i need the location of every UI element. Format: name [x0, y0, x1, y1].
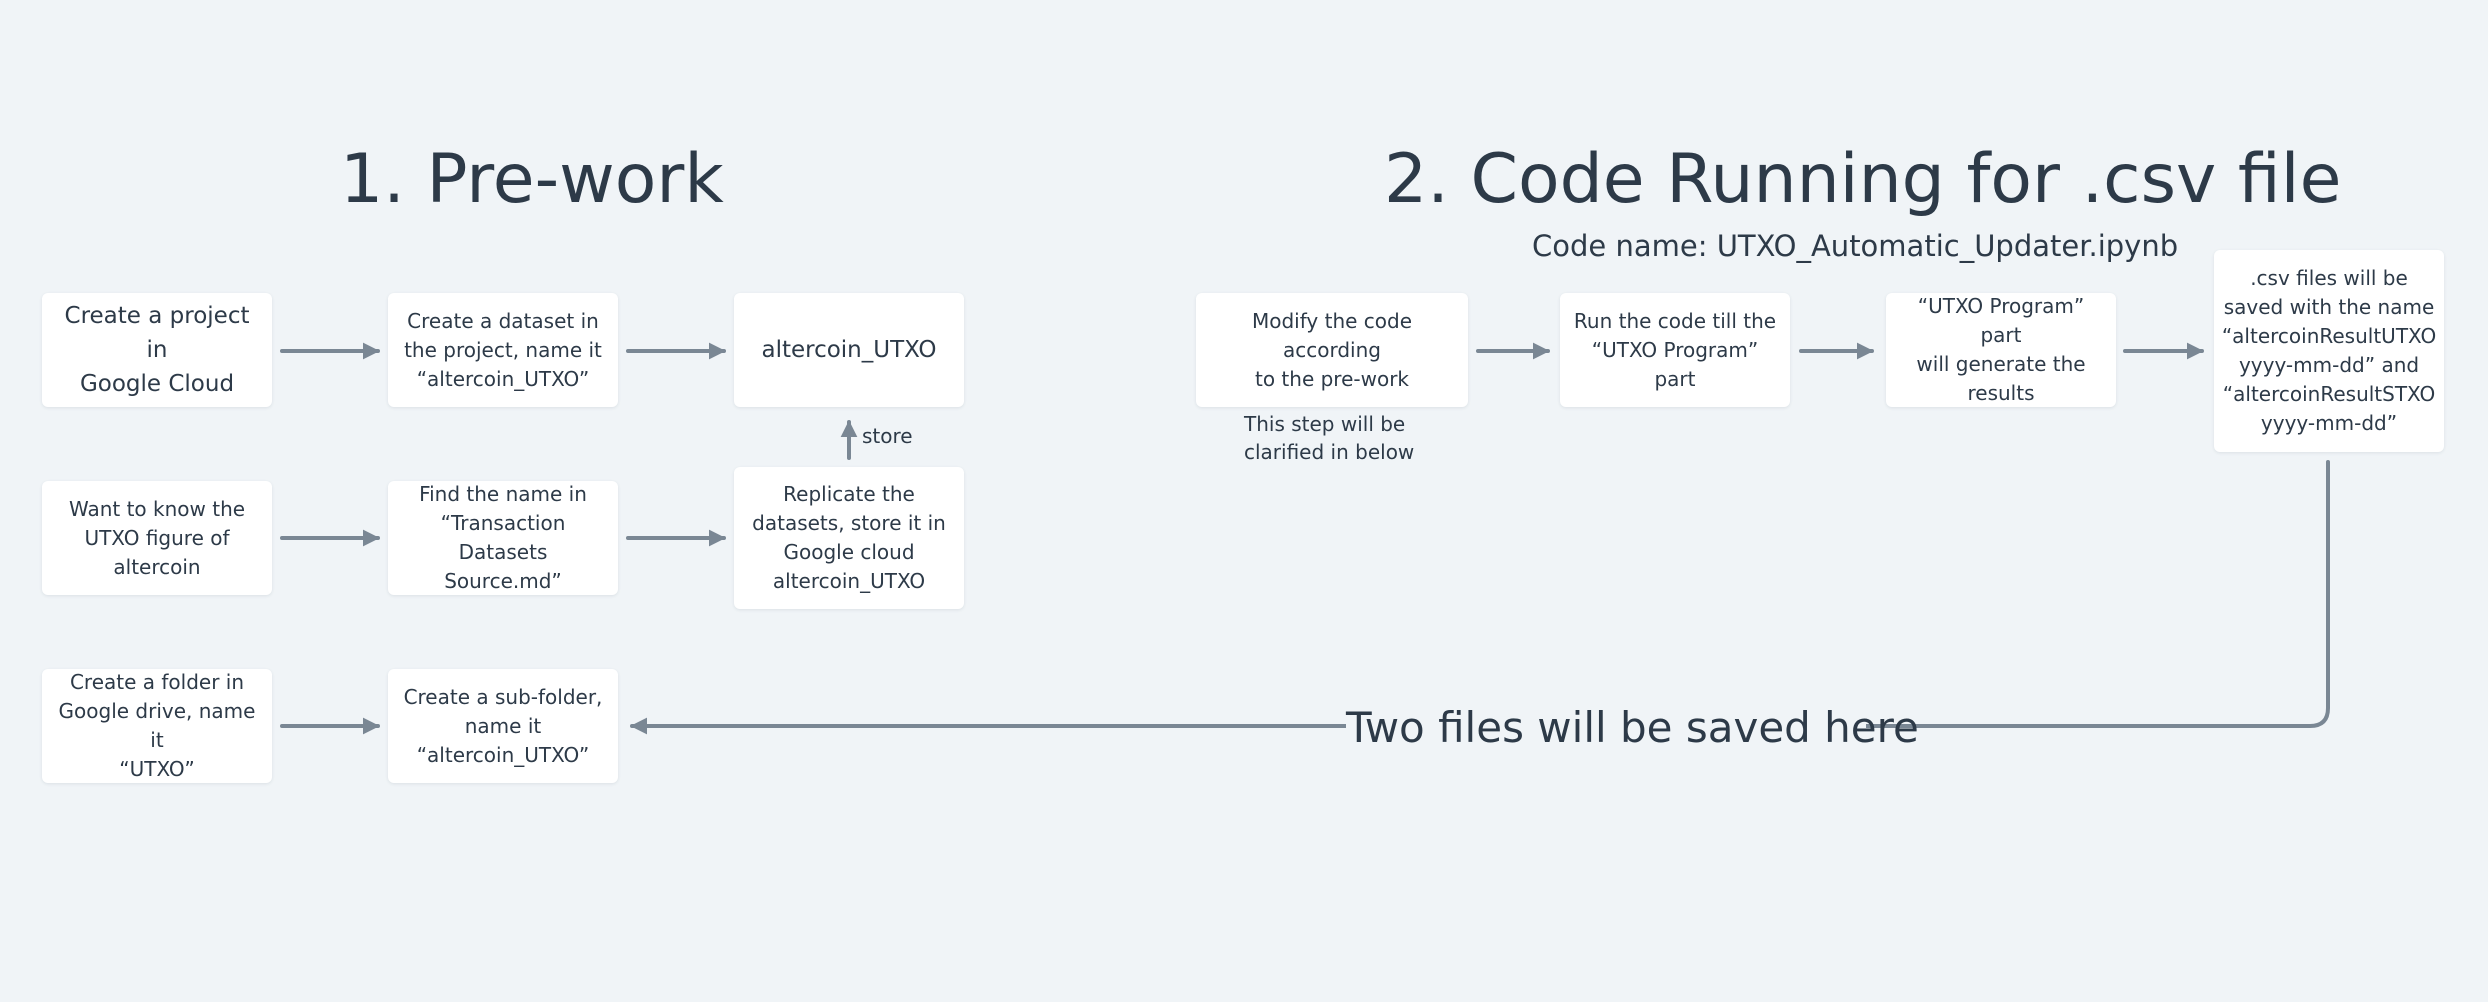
label-store: store	[862, 424, 913, 448]
node-run-code: Run the code till the “UTXO Program” par…	[1560, 293, 1790, 407]
node-create-project: Create a project in Google Cloud	[42, 293, 272, 407]
node-utxo-program: “UTXO Program” part will generate the re…	[1886, 293, 2116, 407]
node-modify-code: Modify the code according to the pre-wor…	[1196, 293, 1468, 407]
node-create-folder: Create a folder in Google drive, name it…	[42, 669, 272, 783]
node-create-subfolder: Create a sub-folder, name it “altercoin_…	[388, 669, 618, 783]
code-name-label: Code name: UTXO_Automatic_Updater.ipynb	[1532, 229, 2179, 263]
node-find-name: Find the name in “Transaction Datasets S…	[388, 481, 618, 595]
node-altercoin-utxo: altercoin_UTXO	[734, 293, 964, 407]
node-create-dataset: Create a dataset in the project, name it…	[388, 293, 618, 407]
label-clarified: This step will be clarified in below	[1244, 412, 1415, 464]
label-two-files: Two files will be saved here	[1346, 700, 1919, 756]
heading-prework: 1. Pre-work	[340, 140, 724, 219]
heading-code-running: 2. Code Running for .csv file	[1384, 140, 2342, 219]
node-csv-files: .csv files will be saved with the name “…	[2214, 250, 2444, 452]
node-want-to-know: Want to know the UTXO figure of altercoi…	[42, 481, 272, 595]
arrow-csv-to-subfolder	[630, 460, 2330, 735]
node-replicate: Replicate the datasets, store it in Goog…	[734, 467, 964, 609]
